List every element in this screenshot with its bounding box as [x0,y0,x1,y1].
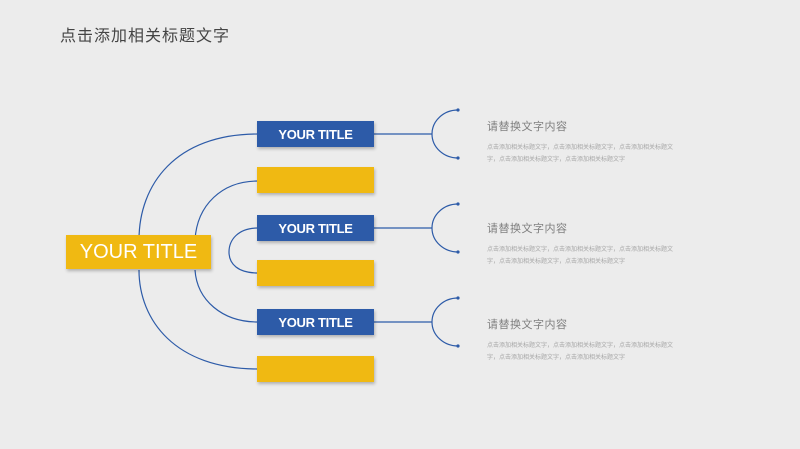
info-block-1: 请替换文字内容 点击添加相关标题文字，点击添加相关标题文字，点击添加相关标题文字… [487,118,687,166]
main-node: YOUR TITLE [66,235,211,269]
bracket-3 [374,296,460,348]
branch-box-1: YOUR TITLE [257,121,374,147]
connector-outer-bottom [138,269,259,370]
info-body-3: 点击添加相关标题文字，点击添加相关标题文字，点击添加相关标题文字，点击添加相关标… [487,342,674,361]
info-heading-3: 请替换文字内容 [487,318,568,331]
bracket-1 [374,108,460,160]
connector-inner-loop [228,227,259,274]
branch-box-3: YOUR TITLE [257,215,374,241]
connector-outer-top [138,133,259,241]
branch-box-6 [257,356,374,382]
connector-middle-bottom [194,269,259,323]
info-heading-2: 请替换文字内容 [487,222,568,235]
branch-box-3-label: YOUR TITLE [278,220,353,236]
info-block-2: 请替换文字内容 点击添加相关标题文字，点击添加相关标题文字，点击添加相关标题文字… [487,220,687,268]
branch-box-4 [257,260,374,286]
connector-middle-top [194,180,259,241]
main-node-label: YOUR TITLE [79,240,198,263]
branch-box-5-label: YOUR TITLE [278,314,353,330]
page-title: 点击添加相关标题文字 [60,26,231,45]
info-heading-1: 请替换文字内容 [487,120,568,133]
bracket-2 [374,202,460,254]
info-block-3: 请替换文字内容 点击添加相关标题文字，点击添加相关标题文字，点击添加相关标题文字… [487,316,687,364]
branch-box-1-label: YOUR TITLE [278,126,353,142]
branch-box-2 [257,167,374,193]
branch-box-5: YOUR TITLE [257,309,374,335]
info-body-1: 点击添加相关标题文字，点击添加相关标题文字，点击添加相关标题文字，点击添加相关标… [487,144,674,163]
info-body-2: 点击添加相关标题文字，点击添加相关标题文字，点击添加相关标题文字，点击添加相关标… [487,246,674,265]
